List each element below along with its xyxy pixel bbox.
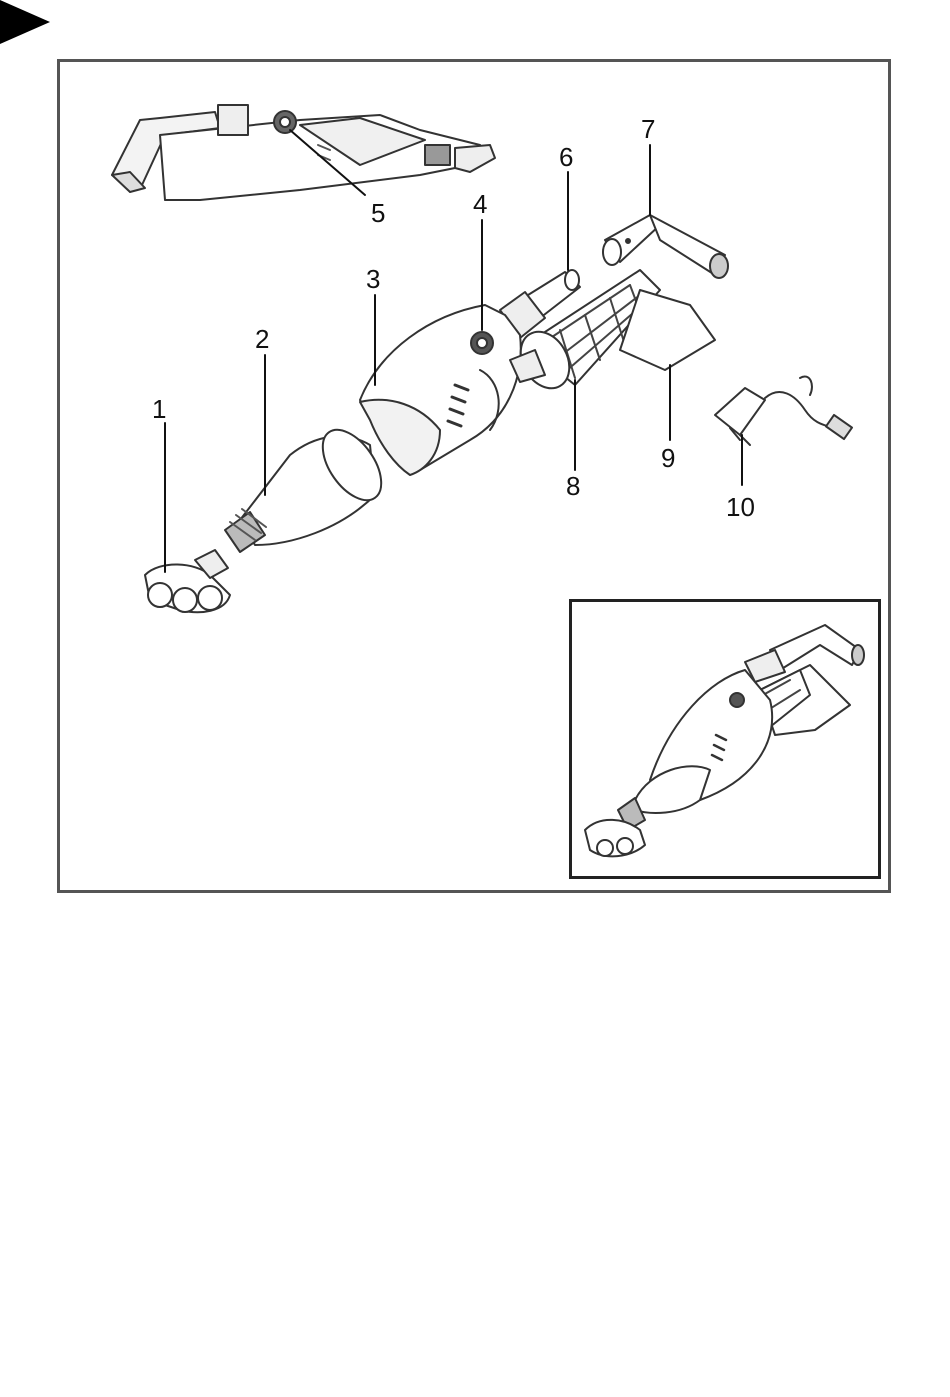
- callout-3: 3: [366, 264, 380, 294]
- callout-10: 10: [726, 492, 755, 522]
- callout-7: 7: [641, 114, 655, 144]
- charger-part-10: [715, 376, 852, 445]
- top-assembled-vacuum: [112, 105, 495, 200]
- callout-1: 1: [152, 394, 166, 424]
- callout-4: 4: [473, 189, 487, 219]
- pole-part-7: [603, 215, 728, 278]
- callout-5: 5: [371, 198, 385, 228]
- dust-container-part-2: [225, 420, 393, 552]
- main-body-part-3: [360, 305, 521, 475]
- callout-6: 6: [559, 142, 573, 172]
- callout-2: 2: [255, 324, 269, 354]
- callout-9: 9: [661, 443, 675, 473]
- inset-assembled-vacuum: [585, 625, 864, 856]
- nozzle-part-1: [145, 550, 230, 612]
- callout-8: 8: [566, 471, 580, 501]
